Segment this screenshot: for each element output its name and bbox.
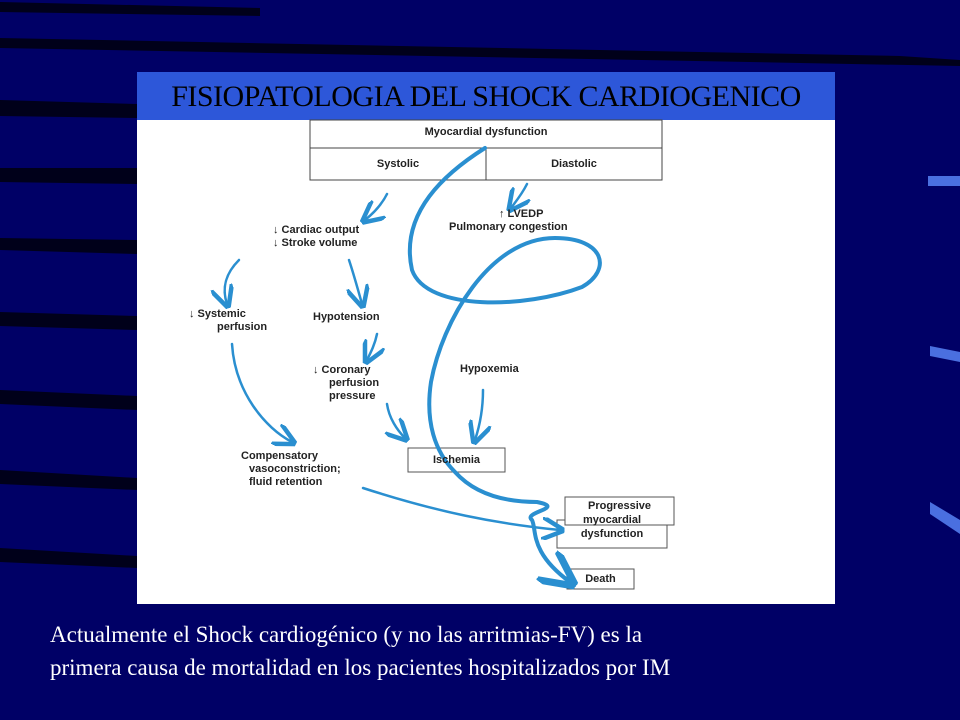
label-progressive-3: dysfunction bbox=[580, 528, 644, 540]
slide-caption: Actualmente el Shock cardiogénico (y no … bbox=[50, 618, 930, 684]
arrow-output-to-systemic bbox=[225, 258, 241, 304]
label-coronary-1: ↓ Coronary bbox=[313, 364, 371, 376]
label-death: Death bbox=[585, 573, 616, 585]
arrow-hypotension-to-coronary bbox=[367, 332, 377, 360]
caption-line-1: Actualmente el Shock cardiogénico (y no … bbox=[50, 622, 643, 647]
label-systolic: Systolic bbox=[376, 158, 420, 170]
main-spiral-arrow bbox=[408, 146, 602, 582]
arrow-hypoxemia-to-ischemia bbox=[475, 388, 483, 440]
label-systemic-perfusion-2: perfusion bbox=[217, 321, 268, 333]
ischemia-box bbox=[407, 447, 506, 473]
label-progressive-2: myocardial bbox=[582, 514, 642, 526]
label-stroke-volume: ↓ Stroke volume bbox=[273, 237, 358, 249]
label-coronary-2: perfusion bbox=[329, 377, 380, 389]
label-systemic-perfusion-1: ↓ Systemic bbox=[189, 308, 246, 320]
arrow-systolic-to-output bbox=[365, 192, 389, 220]
arrow-diastolic-to-lvedp bbox=[511, 182, 527, 208]
label-compensatory-2: vasoconstriction; bbox=[249, 463, 341, 475]
arrow-output-to-hypotension bbox=[349, 258, 362, 304]
arrow-compensatory-to-progressive bbox=[361, 486, 560, 530]
label-ischemia: Ischemia bbox=[432, 454, 481, 466]
progressive-dysfunction-box bbox=[564, 496, 675, 526]
caption-line-2: primera causa de mortalidad en los pacie… bbox=[50, 655, 671, 680]
label-compensatory-3: fluid retention bbox=[249, 476, 323, 488]
title-bar: FISIOPATOLOGIA DEL SHOCK CARDIOGENICO bbox=[137, 72, 835, 120]
label-hypotension: Hypotension bbox=[313, 311, 380, 323]
label-pulmonary-congestion: Pulmonary congestion bbox=[449, 221, 568, 233]
arrow-systemic-to-compensatory bbox=[230, 342, 292, 442]
arrow-coronary-to-ischemia bbox=[387, 402, 405, 438]
pathophysiology-diagram bbox=[137, 119, 675, 604]
header-myocardial-dysfunction: Myocardial dysfunction bbox=[424, 126, 548, 138]
label-coronary-3: pressure bbox=[329, 390, 376, 402]
label-compensatory-1: Compensatory bbox=[241, 450, 319, 462]
figure-panel: FISIOPATOLOGIA DEL SHOCK CARDIOGENICO bbox=[137, 72, 835, 604]
label-diastolic: Diastolic bbox=[551, 158, 597, 170]
label-lvedp: ↑ LVEDP bbox=[499, 208, 544, 220]
label-cardiac-output: ↓ Cardiac output bbox=[273, 224, 360, 236]
slide-title: FISIOPATOLOGIA DEL SHOCK CARDIOGENICO bbox=[171, 80, 801, 113]
label-hypoxemia: Hypoxemia bbox=[460, 363, 519, 375]
label-progressive-1: Progressive bbox=[588, 500, 651, 512]
